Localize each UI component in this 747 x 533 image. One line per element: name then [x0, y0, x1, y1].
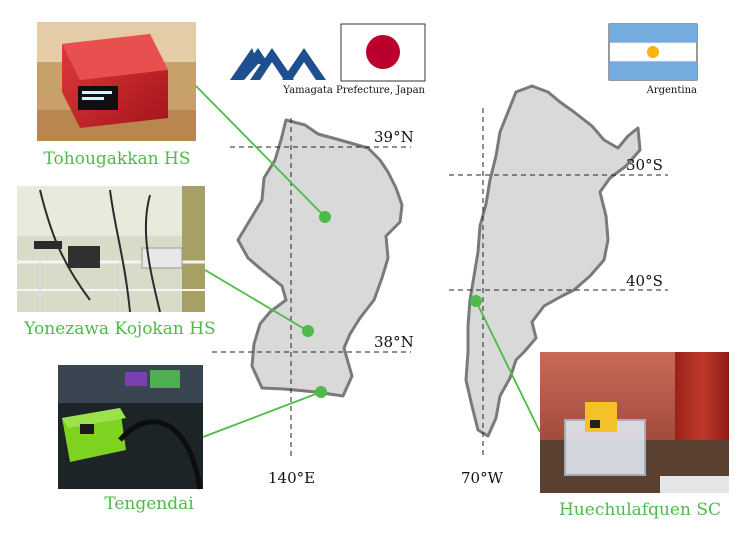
- lat-30s-label: 30°S: [626, 156, 663, 174]
- marker-tohougakkan: [319, 211, 331, 223]
- marker-tengendai: [315, 386, 327, 398]
- marker-yonezawa: [302, 325, 314, 337]
- site-label-tohougakkan: Tohougakkan HS: [44, 149, 191, 169]
- photo-tohougakkan: [37, 22, 196, 141]
- japan-flag-caption: Yamagata Prefecture, Japan: [282, 85, 425, 96]
- connector-huechulafquen: [475, 300, 541, 433]
- lat-39n-label: 39°N: [374, 128, 414, 146]
- yamagata-map: [236, 118, 404, 398]
- site-label-tengendai: Tengendai: [104, 494, 194, 514]
- lat-40s-label: 40°S: [626, 272, 663, 290]
- photo-yonezawa: [17, 186, 205, 313]
- argentina-flag-caption: Argentina: [646, 85, 697, 96]
- photo-tengendai: [58, 365, 203, 490]
- lat-38n-label: 38°N: [374, 333, 414, 351]
- photo-huechulafquen: [540, 352, 729, 493]
- argentina-flag: [608, 23, 698, 81]
- connector-tohougakkan: [195, 85, 326, 218]
- aaa-logo: [230, 48, 326, 80]
- argentina-map: [464, 84, 642, 438]
- connector-yonezawa: [204, 269, 309, 332]
- japan-flag: [340, 23, 426, 82]
- lon-70w-label: 70°W: [461, 469, 504, 487]
- marker-huechulafquen: [470, 295, 482, 307]
- connector-tengendai: [202, 391, 322, 438]
- site-label-huechulafquen: Huechulafquen SC: [559, 500, 721, 520]
- lon-140e-label: 140°E: [268, 469, 315, 487]
- site-label-yonezawa: Yonezawa Kojokan HS: [23, 319, 215, 339]
